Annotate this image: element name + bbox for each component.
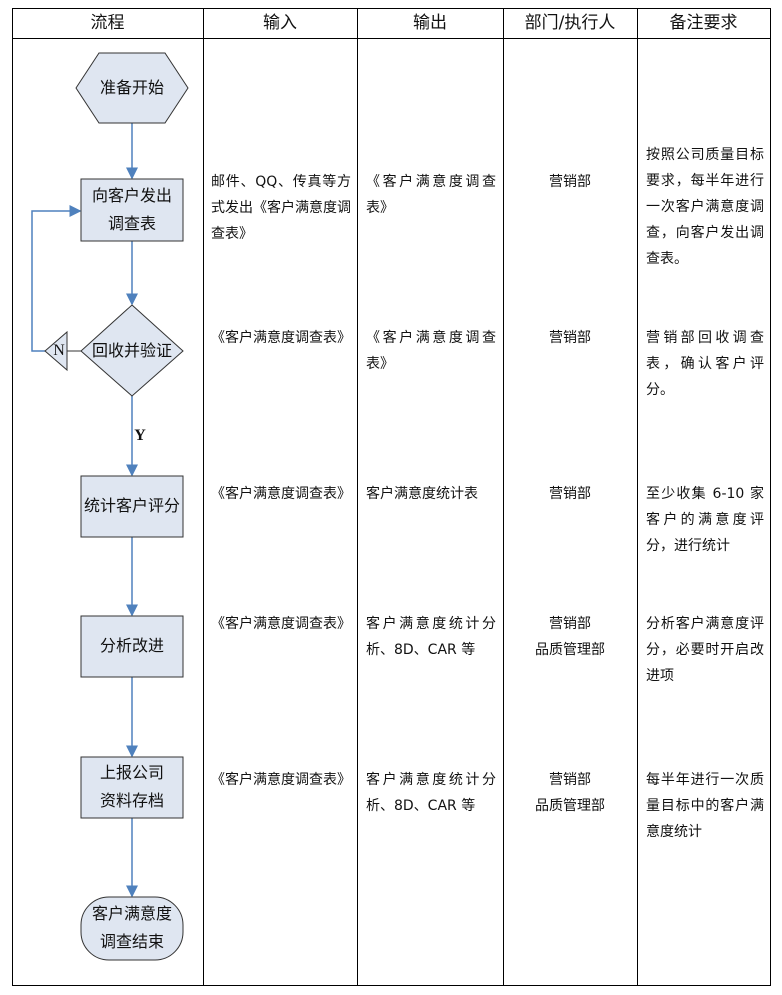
row2-remark: 营销部回收调查表，确认客户评分。 bbox=[646, 330, 764, 398]
column-divider bbox=[503, 8, 504, 986]
send-label-1: 向客户发出 bbox=[91, 186, 172, 205]
column-divider bbox=[203, 8, 204, 986]
end-label-1: 客户满意度 bbox=[91, 904, 172, 923]
header-department: 部门/执行人 bbox=[524, 13, 616, 33]
stats-box bbox=[80, 475, 184, 538]
row5-remark: 每半年进行一次质量目标中的客户满意度统计 bbox=[646, 772, 764, 840]
row2-input: 《客户满意度调查表》 bbox=[211, 330, 351, 346]
header-remarks: 备注要求 bbox=[669, 13, 738, 33]
yes-label: Y bbox=[134, 427, 146, 444]
table-border-top bbox=[12, 8, 771, 9]
row4-input: 《客户满意度调查表》 bbox=[211, 616, 351, 632]
table-border-bottom bbox=[12, 985, 771, 986]
verify-label: 回收并验证 bbox=[91, 341, 172, 360]
row4-output: 客户满意度统计分析、8D、CAR 等 bbox=[366, 616, 496, 658]
row1-remark: 按照公司质量目标要求，每半年进行一次客户满意度调查，向客户发出调查表。 bbox=[646, 147, 764, 267]
row3-remark: 至少收集 6-10 家客户的满意度评分，进行统计 bbox=[646, 486, 764, 554]
header-input: 输入 bbox=[263, 13, 297, 33]
row3-output: 客户满意度统计表 bbox=[366, 486, 478, 502]
row2-dept: 营销部 bbox=[549, 330, 591, 346]
report-box bbox=[80, 756, 184, 819]
column-divider bbox=[637, 8, 638, 986]
send-box bbox=[80, 178, 184, 242]
header-process: 流程 bbox=[90, 13, 125, 33]
end-terminal bbox=[80, 896, 184, 961]
row5-dept-1: 营销部 bbox=[549, 772, 591, 788]
row5-output: 客户满意度统计分析、8D、CAR 等 bbox=[366, 772, 496, 814]
column-divider bbox=[357, 8, 358, 986]
report-label-2: 资料存档 bbox=[99, 791, 164, 810]
row5-dept-2: 品质管理部 bbox=[535, 798, 605, 814]
end-label-2: 调查结束 bbox=[99, 932, 164, 951]
row2-output: 《客户满意度调查表》 bbox=[366, 330, 496, 372]
header-divider bbox=[12, 38, 771, 39]
row1-dept: 营销部 bbox=[549, 174, 591, 190]
row3-input: 《客户满意度调查表》 bbox=[211, 486, 351, 502]
row1-output: 《客户满意度调查表》 bbox=[366, 174, 496, 216]
row4-dept-1: 营销部 bbox=[549, 616, 591, 632]
row3-dept: 营销部 bbox=[549, 486, 591, 502]
verify-diamond bbox=[80, 304, 184, 397]
column-divider bbox=[12, 8, 13, 986]
improve-box bbox=[80, 615, 184, 678]
report-label-1: 上报公司 bbox=[99, 763, 164, 782]
loop-back-arrow bbox=[31, 205, 82, 352]
no-label: N bbox=[53, 342, 65, 359]
header-output: 输出 bbox=[413, 13, 447, 33]
start-label: 准备开始 bbox=[99, 78, 164, 97]
row4-dept-2: 品质管理部 bbox=[535, 642, 605, 658]
row1-input: 邮件、QQ、传真等方式发出《客户满意度调查表》 bbox=[211, 174, 351, 242]
stats-label: 统计客户评分 bbox=[83, 496, 180, 515]
row4-remark: 分析客户满意度评分，必要时开启改进项 bbox=[646, 616, 764, 684]
column-divider bbox=[770, 8, 771, 986]
improve-label: 分析改进 bbox=[99, 636, 164, 655]
start-hexagon bbox=[75, 52, 189, 124]
row5-input: 《客户满意度调查表》 bbox=[211, 772, 351, 788]
send-label-2: 调查表 bbox=[107, 214, 156, 233]
